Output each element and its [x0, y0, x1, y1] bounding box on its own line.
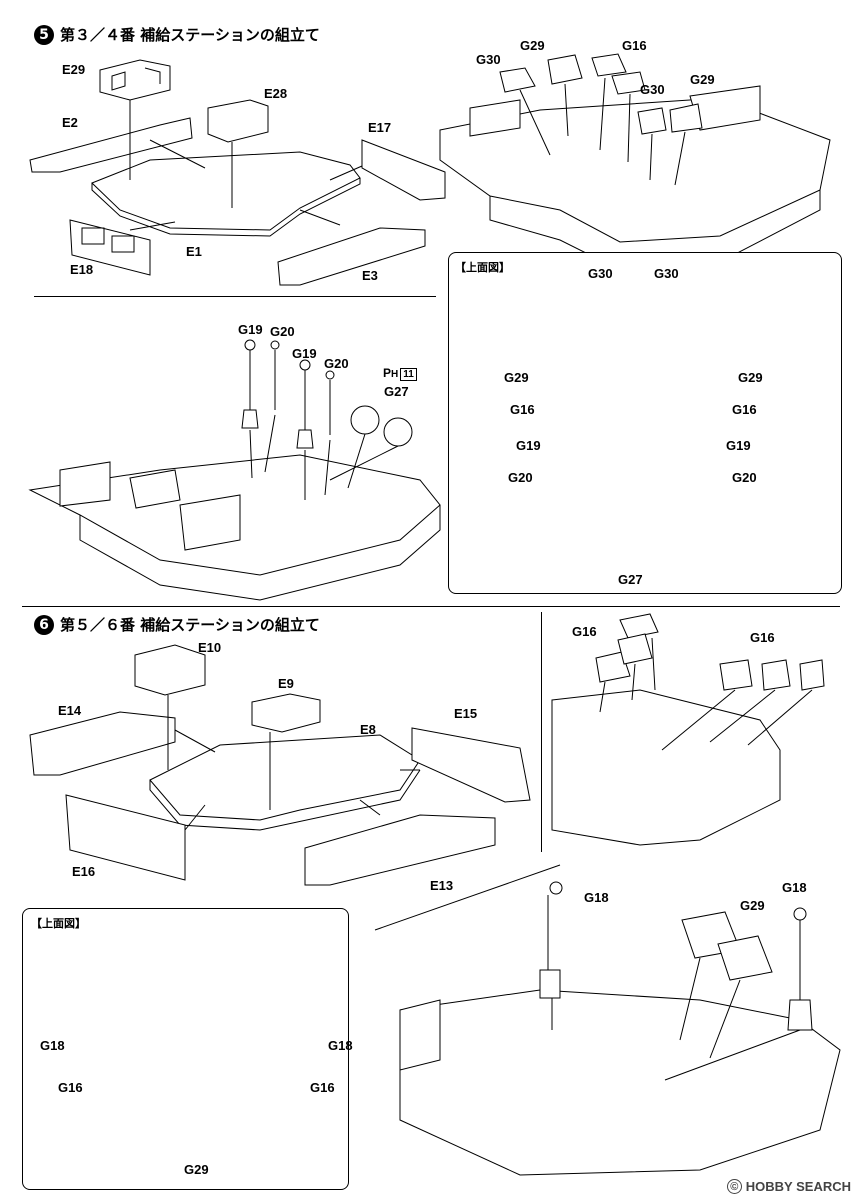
part-label: G30 — [588, 266, 613, 281]
part-label: E1 — [186, 244, 202, 259]
step-6-number: 6 — [34, 614, 54, 635]
part-label: G29 — [504, 370, 529, 385]
top-view-title: 【上面図】 — [31, 917, 86, 930]
part-label: E18 — [70, 262, 94, 277]
part-label: E2 — [62, 115, 78, 130]
part-label: G29 — [520, 38, 545, 53]
part-label: G27 — [384, 384, 409, 399]
part-label: G27 — [618, 572, 643, 587]
part-label: G16 — [510, 402, 535, 417]
part-label: E15 — [454, 706, 478, 721]
part-label: E13 — [430, 878, 454, 893]
watermark-text: HOBBY SEARCH — [745, 1179, 851, 1194]
part-label: E14 — [58, 703, 82, 718]
part-label: G19 — [516, 438, 541, 453]
paint-sub: H — [391, 369, 399, 380]
part-label: G30 — [476, 52, 501, 67]
part-label: G16 — [310, 1080, 335, 1095]
part-label: G20 — [732, 470, 757, 485]
part-label: G18 — [782, 880, 807, 895]
part-label: G19 — [238, 322, 263, 337]
part-label: E3 — [362, 268, 378, 283]
part-label: G29 — [740, 898, 765, 913]
part-label: E8 — [360, 722, 376, 737]
part-label: G18 — [328, 1038, 353, 1053]
part-label: G16 — [572, 624, 597, 639]
watermark-symbol: © — [726, 1179, 742, 1194]
part-label: E10 — [198, 640, 222, 655]
part-label: E16 — [72, 864, 96, 879]
part-label: G16 — [750, 630, 775, 645]
step5-top-view: 【上面図】 — [448, 252, 842, 594]
step5-divider — [34, 296, 436, 297]
step-6-header: 6 第５／６番 補給ステーションの組立て — [34, 614, 320, 635]
step-divider — [22, 606, 840, 607]
part-label: G29 — [184, 1162, 209, 1177]
part-label: G29 — [690, 72, 715, 87]
part-label: G16 — [732, 402, 757, 417]
part-label: G19 — [292, 346, 317, 361]
watermark: © HOBBY SEARCH — [726, 1179, 851, 1194]
part-label: G29 — [738, 370, 763, 385]
paint-number: 11 — [400, 368, 417, 381]
part-label: G16 — [622, 38, 647, 53]
part-label: G20 — [508, 470, 533, 485]
step-5-number: 5 — [34, 24, 54, 45]
part-label: G18 — [40, 1038, 65, 1053]
part-label: G18 — [584, 890, 609, 905]
paint-mark: P — [383, 366, 392, 380]
step-6-title: 第５／６番 補給ステーションの組立て — [60, 616, 320, 634]
step-5-header: 5 第３／４番 補給ステーションの組立て — [34, 24, 320, 45]
step6-vertical-divider — [541, 612, 542, 852]
part-label: G20 — [270, 324, 295, 339]
part-label: G30 — [640, 82, 665, 97]
part-label: E28 — [264, 86, 288, 101]
top-view-title: 【上面図】 — [455, 261, 510, 274]
step-5-title: 第３／４番 補給ステーションの組立て — [60, 26, 320, 44]
part-label: G19 — [726, 438, 751, 453]
part-label: G16 — [58, 1080, 83, 1095]
part-label: E17 — [368, 120, 392, 135]
part-label: G30 — [654, 266, 679, 281]
step6-top-view: 【上面図】 — [22, 908, 349, 1190]
part-label: E29 — [62, 62, 86, 77]
part-label: E9 — [278, 676, 294, 691]
part-label: G20 — [324, 356, 349, 371]
